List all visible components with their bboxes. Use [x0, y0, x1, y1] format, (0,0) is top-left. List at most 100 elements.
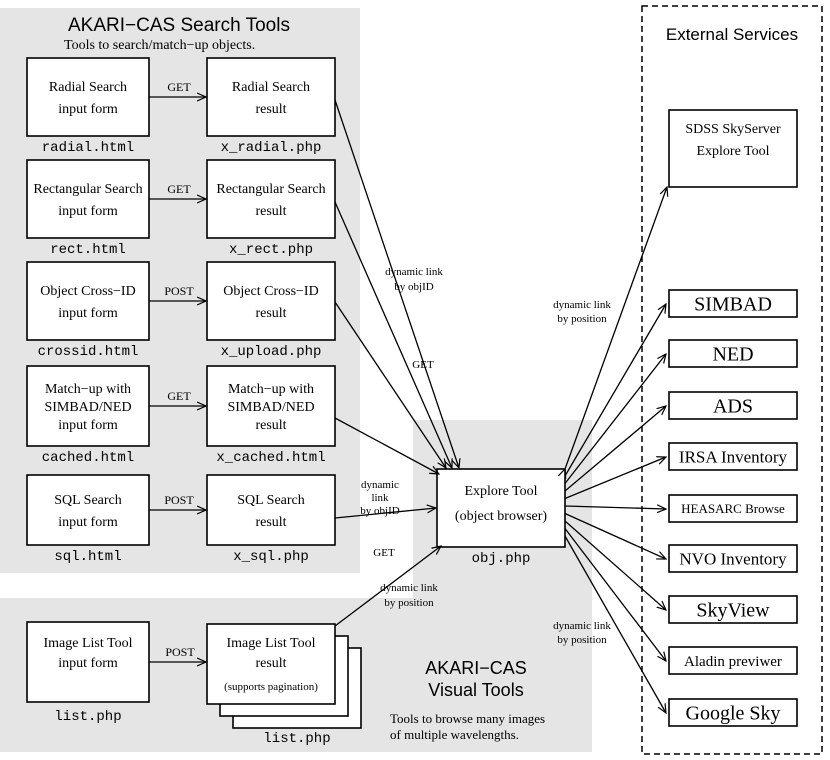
- external-service-box[interactable]: [668, 339, 798, 368]
- external-service-box[interactable]: [668, 494, 798, 523]
- sdss-skyserver-label-line2: Explore Tool: [696, 144, 769, 159]
- visual-tools-description-line2: of multiple wavelengths.: [390, 727, 519, 742]
- result-line: SQL Search: [237, 493, 305, 508]
- result-line: result: [255, 204, 286, 219]
- get-lower-label: GET: [373, 547, 395, 559]
- search-result-file: x_cached.html: [216, 450, 325, 466]
- search-result-box[interactable]: [206, 159, 336, 239]
- search-form-box[interactable]: [26, 365, 150, 447]
- objid-lower-label-line1: dynamic: [361, 479, 399, 491]
- external-service-label: IRSA Inventory: [679, 447, 788, 466]
- explore-tool-box[interactable]: [436, 468, 566, 548]
- external-service: SkyView: [564, 520, 798, 624]
- visual-tools-title-line2: Visual Tools: [428, 680, 523, 700]
- search-result-file: x_rect.php: [229, 242, 313, 258]
- search-form-file: crossid.html: [38, 344, 139, 360]
- form-line: SQL Search: [54, 493, 122, 508]
- search-form-file: rect.html: [50, 242, 126, 258]
- external-service-label: NVO Inventory: [679, 549, 787, 568]
- image-list-form-label-line1: Image List Tool: [44, 636, 133, 651]
- search-result-box[interactable]: [206, 365, 336, 447]
- position-lower-label-line2: by position: [384, 597, 434, 609]
- search-tools-title: AKARI−CAS Search Tools: [68, 15, 290, 36]
- sql-to-explore-arrow: [334, 508, 436, 519]
- objid-upper-label-line2: by objID: [394, 281, 433, 293]
- explore-sdss-bidirectional-arrow: [565, 187, 667, 469]
- external-service-box[interactable]: [668, 646, 798, 675]
- external-service: NED: [564, 339, 798, 484]
- form-line: SIMBAD/NED: [44, 400, 131, 415]
- explore-tool-label-line2: (object browser): [455, 509, 547, 524]
- image-list-post-label: POST: [165, 645, 195, 659]
- form-line: input form: [58, 515, 118, 530]
- position-lower-right-label-line1: dynamic link: [553, 620, 611, 632]
- result-line: Rectangular Search: [216, 182, 325, 197]
- external-service-box[interactable]: [668, 595, 798, 624]
- explore-tool-label-line1: Explore Tool: [464, 484, 537, 499]
- search-method-label: GET: [167, 80, 191, 94]
- search-form-file: sql.html: [54, 549, 121, 565]
- objid-lower-label-line3: by objID: [360, 505, 399, 517]
- result-line: SIMBAD/NED: [227, 400, 314, 415]
- external-service: SIMBAD: [564, 289, 798, 477]
- explore-to-service-arrow: [564, 304, 666, 477]
- external-service: Google Sky: [564, 535, 798, 727]
- form-line: Object Cross−ID: [40, 284, 135, 299]
- external-service-box[interactable]: [668, 289, 798, 318]
- explore-tool-file: obj.php: [472, 551, 531, 567]
- result-line: result: [255, 515, 286, 530]
- external-service-box[interactable]: [668, 442, 798, 471]
- sdss-skyserver-box[interactable]: [668, 109, 798, 188]
- explore-to-service-arrow: [564, 506, 666, 509]
- sdss-skyserver-label-line1: SDSS SkyServer: [685, 122, 781, 137]
- image-list-result-file: list.php: [263, 731, 330, 747]
- search-result-box[interactable]: [206, 57, 336, 137]
- result-line: Match−up with: [228, 382, 314, 397]
- explore-to-service-arrow: [564, 406, 666, 492]
- external-service-box[interactable]: [668, 698, 798, 727]
- external-service: IRSA Inventory: [564, 442, 798, 500]
- position-upper-right-label-line2: by position: [557, 313, 607, 325]
- search-result-file: x_radial.php: [221, 140, 322, 156]
- external-service-label: SkyView: [696, 600, 770, 622]
- visual-tools-title-line1: AKARI−CAS: [425, 658, 527, 678]
- search-result-file: x_upload.php: [221, 344, 322, 360]
- position-lower-right-label-line2: by position: [557, 634, 607, 646]
- radial-to-explore-arrow: [334, 99, 459, 468]
- search-result-box[interactable]: [206, 261, 336, 341]
- form-line: input form: [58, 102, 118, 117]
- search-method-label: POST: [164, 493, 194, 507]
- image-list-result-box[interactable]: [206, 623, 336, 705]
- external-service-label: ADS: [713, 396, 753, 418]
- search-row: SQL Search input form SQL Search result sql.…: [26, 474, 336, 565]
- image-list-form-label-line2: input form: [58, 656, 118, 671]
- get-upper-label: GET: [412, 359, 434, 371]
- external-service: Aladin previwer: [564, 528, 798, 675]
- search-form-file: cached.html: [42, 450, 134, 466]
- crossid-to-explore-arrow: [334, 301, 446, 468]
- form-line: input form: [58, 418, 118, 433]
- external-service-label: HEASARC Browse: [681, 501, 785, 516]
- external-service: NVO Inventory: [564, 512, 798, 573]
- search-form-box[interactable]: [26, 159, 150, 239]
- search-form-box[interactable]: [26, 261, 150, 341]
- external-service-box[interactable]: [668, 391, 798, 420]
- external-services-title: External Services: [666, 25, 798, 44]
- form-line: input form: [58, 306, 118, 321]
- result-line: result: [255, 418, 286, 433]
- search-form-box[interactable]: [26, 57, 150, 137]
- explore-to-service-arrow: [564, 354, 666, 484]
- search-result-box[interactable]: [206, 474, 336, 546]
- form-line: input form: [58, 204, 118, 219]
- search-form-box[interactable]: [26, 474, 150, 546]
- external-service-box[interactable]: [668, 544, 798, 573]
- cached-to-explore-arrow: [334, 417, 439, 474]
- external-service: ADS: [564, 391, 798, 492]
- explore-to-service-arrow: [564, 457, 666, 500]
